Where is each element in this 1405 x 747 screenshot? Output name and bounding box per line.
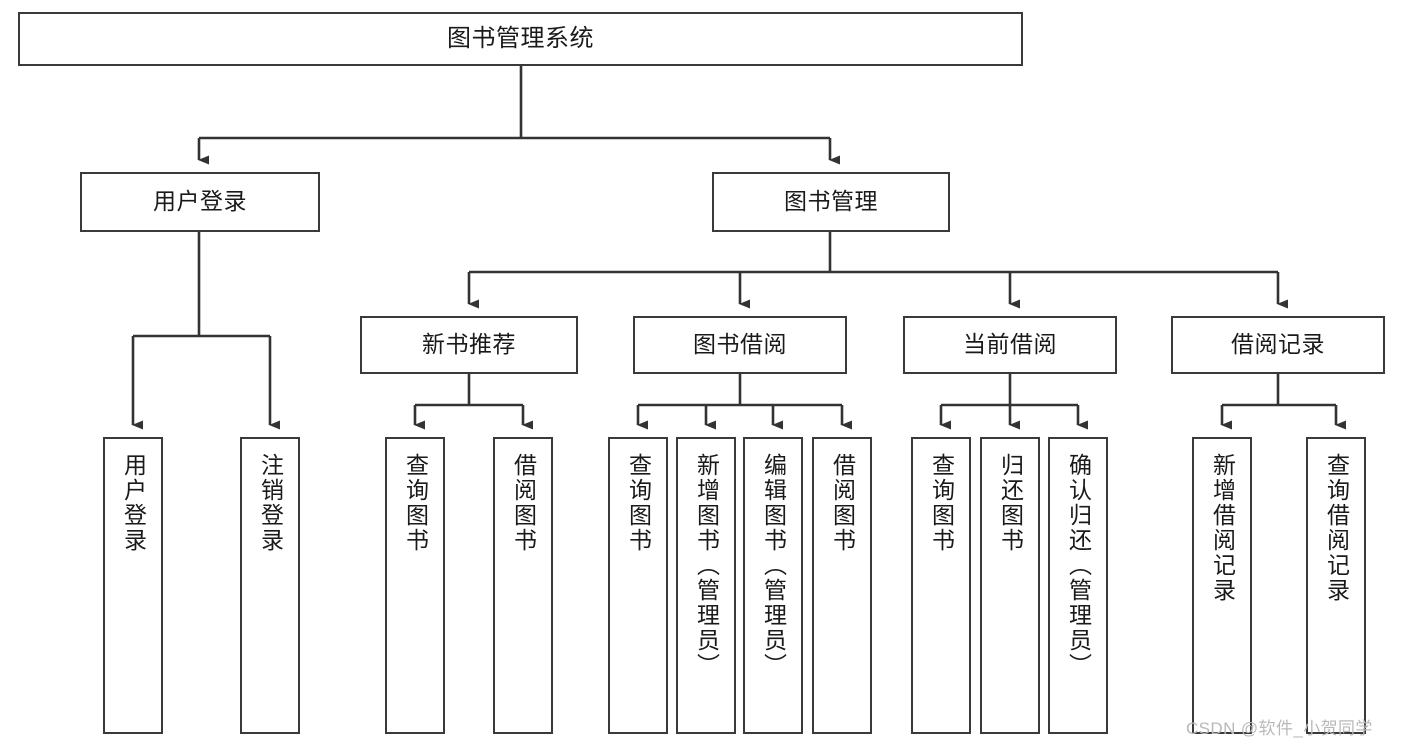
leaf-logout-login[interactable]: 注销登录 — [240, 437, 300, 734]
node-user-login[interactable]: 用户登录 — [80, 172, 320, 232]
leaf-confirm-return-admin[interactable]: 确认归还（管理员） — [1048, 437, 1108, 734]
node-label: 查询图书 — [928, 453, 955, 553]
node-label: 查询借阅记录 — [1323, 453, 1350, 603]
node-label: 查询图书 — [402, 453, 429, 553]
node-label: 借阅图书 — [510, 453, 537, 553]
leaf-user-login[interactable]: 用户登录 — [103, 437, 163, 734]
node-book-management[interactable]: 图书管理 — [712, 172, 950, 232]
node-label: 新书推荐 — [422, 331, 516, 358]
leaf-edit-book-admin[interactable]: 编辑图书（管理员） — [743, 437, 803, 734]
node-label: 借阅图书 — [829, 453, 856, 553]
node-label: 查询图书 — [625, 453, 652, 553]
leaf-query-book-recommend[interactable]: 查询图书 — [385, 437, 445, 734]
node-label: 用户登录 — [120, 453, 147, 553]
node-label: 用户登录 — [153, 188, 247, 215]
node-root-book-management-system[interactable]: 图书管理系统 — [18, 12, 1023, 66]
node-label: 图书管理 — [784, 188, 878, 215]
node-label: 新增借阅记录 — [1209, 453, 1236, 603]
node-book-borrow[interactable]: 图书借阅 — [633, 316, 847, 374]
leaf-return-book[interactable]: 归还图书 — [980, 437, 1040, 734]
node-label: 新增图书（管理员） — [693, 453, 720, 678]
leaf-query-borrow-record[interactable]: 查询借阅记录 — [1306, 437, 1366, 734]
node-borrow-record[interactable]: 借阅记录 — [1171, 316, 1385, 374]
csdn-watermark: CSDN @软件_小贺同学 — [1186, 719, 1373, 738]
node-label: 当前借阅 — [963, 331, 1057, 358]
leaf-borrow-book-recommend[interactable]: 借阅图书 — [493, 437, 553, 734]
leaf-add-borrow-record[interactable]: 新增借阅记录 — [1192, 437, 1252, 734]
leaf-add-book-admin[interactable]: 新增图书（管理员） — [676, 437, 736, 734]
node-label: 注销登录 — [257, 453, 284, 553]
node-current-borrow[interactable]: 当前借阅 — [903, 316, 1117, 374]
leaf-query-book-borrow[interactable]: 查询图书 — [608, 437, 668, 734]
node-label: 归还图书 — [997, 453, 1024, 553]
node-label: 图书管理系统 — [447, 24, 594, 52]
node-label: 图书借阅 — [693, 331, 787, 358]
node-label: 借阅记录 — [1231, 331, 1325, 358]
node-label: 确认归还（管理员） — [1065, 453, 1092, 678]
node-new-book-recommend[interactable]: 新书推荐 — [360, 316, 578, 374]
node-label: 编辑图书（管理员） — [760, 453, 787, 678]
leaf-query-book-current[interactable]: 查询图书 — [911, 437, 971, 734]
leaf-borrow-book[interactable]: 借阅图书 — [812, 437, 872, 734]
